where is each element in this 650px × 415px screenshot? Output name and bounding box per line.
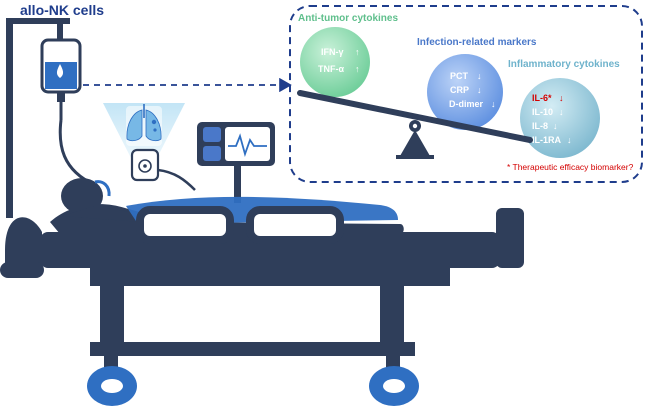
- heading-anti-tumor: Anti-tumor cytokines: [298, 13, 398, 24]
- marker-tnf-alpha: TNF-α: [318, 64, 344, 74]
- marker-d-dimer: D-dimer: [449, 99, 484, 109]
- seesaw-icon: [297, 90, 533, 159]
- arrow-crp: ↓: [477, 85, 482, 95]
- marker-il-6: IL-6*: [532, 93, 552, 103]
- iv-tube: [58, 119, 96, 187]
- heading-inflammatory: Inflammatory cytokines: [508, 59, 620, 70]
- scanner-cable: [157, 168, 196, 191]
- marker-crp: CRP: [450, 85, 469, 95]
- iv-pole: [6, 18, 70, 218]
- title-allo-nk-cells: allo-NK cells: [20, 2, 104, 18]
- arrow-il-8: ↓: [553, 121, 558, 131]
- scanner-icon: [130, 148, 160, 182]
- heart-monitor-icon: [197, 122, 275, 203]
- iv-bag-icon: [40, 38, 82, 120]
- anti-tumor-circle: [300, 27, 370, 97]
- infection-circle: [427, 54, 503, 130]
- arrow-il-1ra: ↓: [567, 135, 572, 145]
- marker-pct: PCT: [450, 71, 469, 81]
- bed-wheel-right: [369, 366, 419, 406]
- arrow-tnf-alpha: ↑: [355, 64, 360, 74]
- heading-infection: Infection-related markers: [417, 37, 537, 48]
- arrow-pct: ↓: [477, 71, 482, 81]
- marker-il-1ra: IL-1RA: [532, 135, 562, 145]
- arrow-ifn-gamma: ↑: [355, 47, 360, 57]
- inflammatory-circle: [520, 78, 600, 158]
- cytokine-panel: [289, 5, 643, 183]
- footnote-therapeutic-biomarker: * Therapeutic efficacy biomarker?: [507, 162, 634, 172]
- arrow-il-6: ↓: [559, 93, 564, 103]
- hospital-bed-icon: [0, 206, 524, 370]
- bed-wheel-left: [87, 366, 137, 406]
- marker-ifn-gamma: IFN-γ: [321, 47, 344, 57]
- lungs-icon: [103, 103, 185, 160]
- arrow-il-10: ↓: [559, 107, 564, 117]
- arrow-d-dimer: ↓: [491, 99, 496, 109]
- marker-il-10: IL-10: [532, 107, 553, 117]
- marker-il-8: IL-8: [532, 121, 548, 131]
